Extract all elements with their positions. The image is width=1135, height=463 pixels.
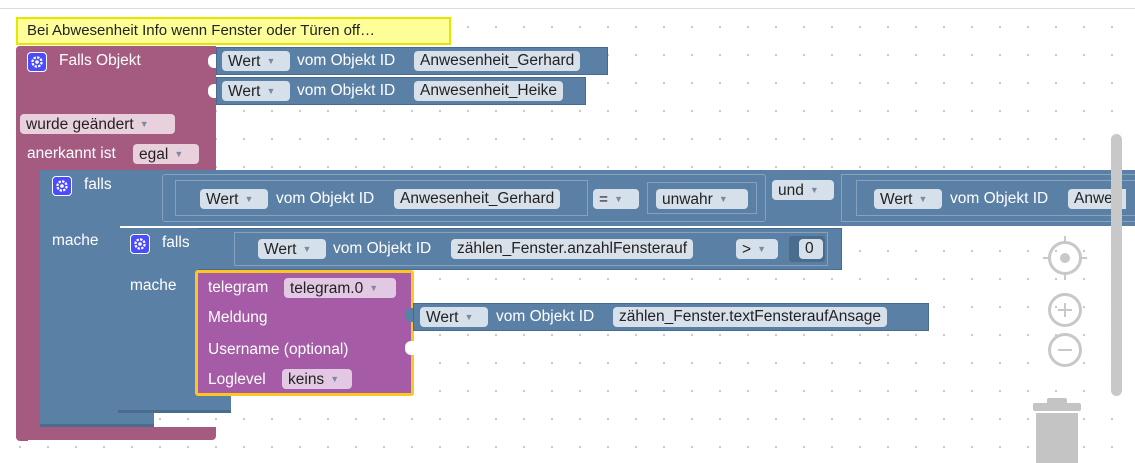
dropdown-arrow-icon: ▼ [174, 149, 184, 159]
wert-dropdown[interactable]: Wert ▼ [874, 189, 942, 209]
object-id-label: vom Objekt ID [950, 190, 1049, 207]
outer-do-label: mache [52, 232, 99, 249]
dropdown-arrow-icon: ▼ [757, 244, 766, 254]
trigger-object-row-2[interactable]: Wert ▼ vom Objekt ID Anwesenheit_Heike [216, 77, 586, 105]
gear-icon[interactable] [130, 234, 150, 254]
compare-outline [175, 180, 588, 216]
dropdown-arrow-icon: ▼ [139, 119, 149, 129]
object-id-label: vom Objekt ID [297, 82, 396, 99]
right-compare-block[interactable] [841, 174, 1135, 222]
dropdown-arrow-icon: ▼ [614, 194, 623, 204]
loglevel-dropdown[interactable]: keins ▼ [282, 369, 352, 389]
wert-dropdown[interactable]: Wert ▼ [222, 51, 290, 71]
compare-outline [234, 232, 828, 266]
bool-dropdown[interactable]: unwahr ▼ [656, 189, 748, 209]
object-id-label: vom Objekt ID [496, 308, 595, 325]
bool-outline [647, 182, 757, 214]
ack-dropdown[interactable]: egal ▼ [133, 144, 199, 164]
dropdown-arrow-icon: ▼ [244, 194, 254, 204]
wert-dropdown[interactable]: Wert ▼ [420, 307, 488, 327]
input-connector [405, 308, 415, 322]
dropdown-arrow-icon: ▼ [266, 56, 276, 66]
zoom-out-icon[interactable] [1048, 333, 1082, 367]
wert-label: Wert [426, 309, 459, 326]
dropdown-arrow-icon: ▼ [809, 185, 819, 195]
inner-if-label: falls [162, 234, 190, 251]
telegram-title: telegram [208, 279, 269, 296]
left-compare-block[interactable] [162, 174, 766, 222]
object-id-field[interactable]: Anwesenheit_Gerhard [394, 189, 561, 209]
operator-value: > [742, 241, 752, 258]
wert-label: Wert [206, 191, 239, 208]
dropdown-arrow-icon: ▼ [302, 244, 312, 254]
wert-dropdown[interactable]: Wert ▼ [222, 81, 290, 101]
wert-label: Wert [228, 83, 261, 100]
trigger-object-row-1[interactable]: Wert ▼ vom Objekt ID Anwesenheit_Gerhard [216, 47, 608, 75]
trigger-title: Falls Objekt [59, 52, 141, 69]
object-id-field[interactable]: Anwesenheit_Heike [414, 81, 564, 101]
object-id-label: vom Objekt ID [276, 190, 375, 207]
wert-dropdown[interactable]: Wert ▼ [200, 189, 268, 209]
right-outline [856, 180, 1135, 216]
dropdown-arrow-icon: ▼ [266, 86, 276, 96]
operator-value: = [599, 191, 609, 208]
block-comment[interactable]: Bei Abwesenheit Info wenn Fenster oder T… [16, 17, 451, 45]
condition-dropdown[interactable]: wurde geändert ▼ [20, 114, 175, 134]
instance-dropdown[interactable]: telegram.0 ▼ [284, 278, 396, 298]
object-id-field[interactable]: zählen_Fenster.anzahlFensterauf [451, 239, 694, 259]
dropdown-arrow-icon: ▼ [369, 283, 379, 293]
wert-label: Wert [264, 241, 297, 258]
logic-value: und [778, 182, 804, 199]
object-id-field[interactable]: Anwesenheit_Gerhard [414, 51, 581, 71]
object-id-field[interactable]: zählen_Fenster.textFensteraufAnsage [613, 307, 887, 327]
ack-value: egal [139, 146, 169, 163]
operator-dropdown[interactable]: >▼ [736, 239, 778, 259]
outer-if-label: falls [84, 176, 112, 193]
gear-icon[interactable] [52, 176, 72, 196]
operator-dropdown[interactable]: =▼ [593, 189, 639, 209]
loglevel-value: keins [288, 371, 325, 388]
zoom-in-icon[interactable] [1048, 293, 1082, 327]
wert-label: Wert [880, 191, 913, 208]
gear-icon[interactable] [27, 52, 47, 72]
object-id-label: vom Objekt ID [297, 52, 396, 69]
condition-value: wurde geändert [26, 116, 134, 133]
logic-dropdown[interactable]: und ▼ [772, 180, 834, 200]
meldung-object-row[interactable]: Wert ▼ vom Objekt ID zählen_Fenster.textF… [413, 303, 929, 331]
number-field[interactable]: 0 [799, 239, 823, 259]
username-label: Username (optional) [208, 341, 349, 358]
dropdown-arrow-icon: ▼ [718, 194, 728, 204]
dropdown-arrow-icon: ▼ [918, 194, 928, 204]
object-id-label: vom Objekt ID [333, 240, 432, 257]
recenter-icon[interactable] [1043, 236, 1087, 280]
top-divider [0, 8, 1135, 9]
inner-do-label: mache [130, 277, 177, 294]
meldung-label: Meldung [208, 309, 268, 326]
input-connector [405, 341, 415, 355]
dropdown-arrow-icon: ▼ [464, 312, 474, 322]
vertical-scrollbar[interactable] [1111, 134, 1122, 396]
bool-value: unwahr [662, 191, 713, 208]
instance-value: telegram.0 [290, 280, 364, 297]
dropdown-arrow-icon: ▼ [330, 374, 340, 384]
ack-label: anerkannt ist [27, 145, 116, 162]
wert-dropdown[interactable]: Wert ▼ [258, 239, 326, 259]
telegram-block[interactable]: telegram telegram.0 ▼ Meldung Username (o… [195, 270, 414, 396]
wert-label: Wert [228, 53, 261, 70]
loglevel-label: Loglevel [208, 371, 266, 388]
